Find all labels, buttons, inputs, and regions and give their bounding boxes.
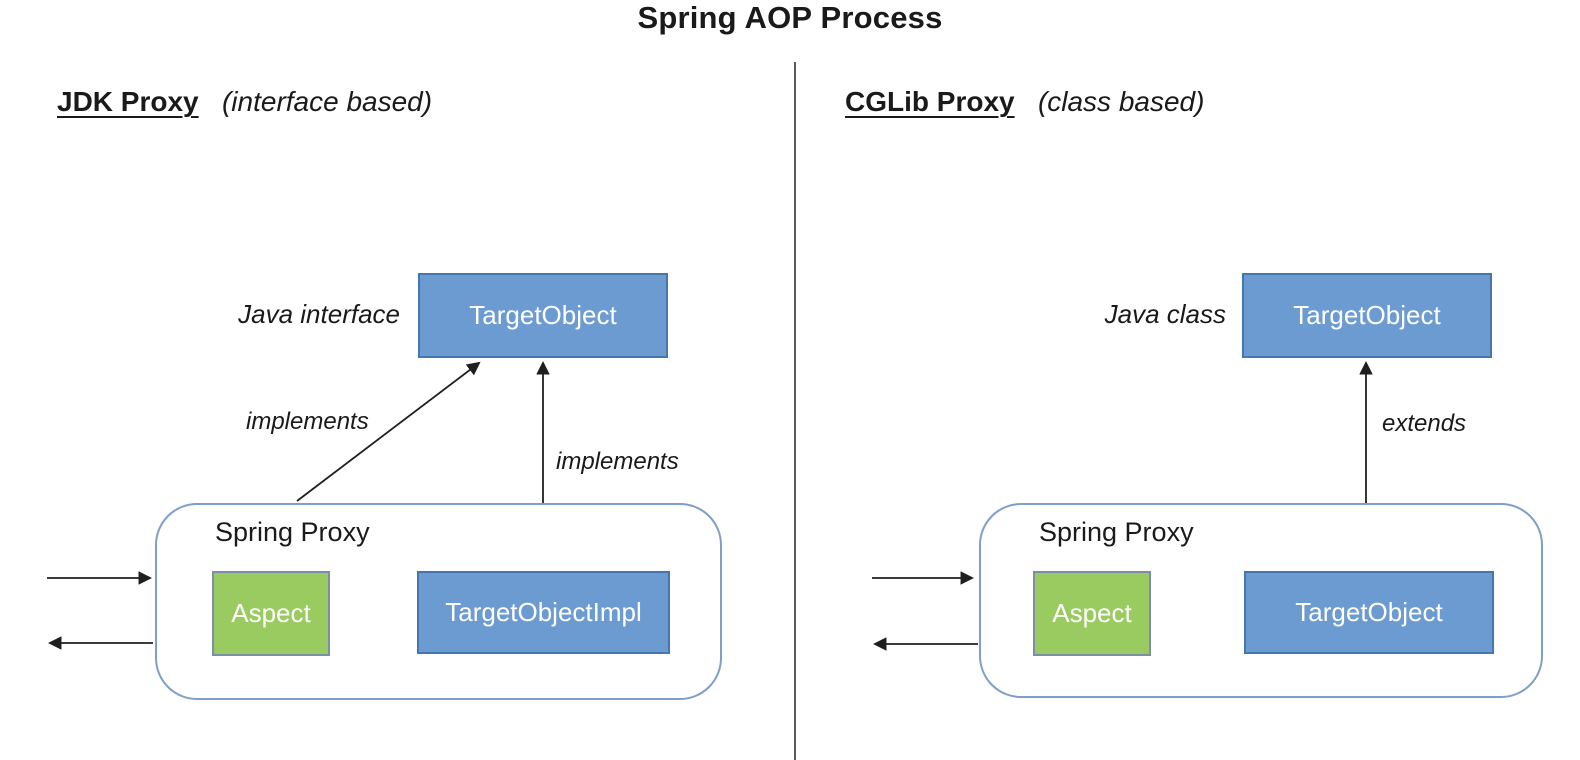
cglib-target-object-box: TargetObject xyxy=(1242,273,1492,358)
center-divider-line xyxy=(794,62,796,760)
cglib-extends-label: extends xyxy=(1382,410,1467,437)
cglib-inner-target-object-box: TargetObject xyxy=(1244,571,1494,654)
jdk-aspect-box-label: Aspect xyxy=(231,598,311,628)
cglib-spring-proxy-label: Spring Proxy xyxy=(1039,517,1194,547)
jdk-proxy-heading: JDK Proxy (interface based) xyxy=(57,86,432,118)
cglib-aspect-box-label: Aspect xyxy=(1052,598,1132,628)
cglib-aspect-box: Aspect xyxy=(1033,571,1151,656)
jdk-target-object-box: TargetObject xyxy=(418,273,668,358)
java-interface-label: Java interface xyxy=(238,299,400,329)
jdk-target-object-impl-box: TargetObjectImpl xyxy=(417,571,670,654)
jdk-proxy-heading-qualifier: (interface based) xyxy=(221,86,433,117)
jdk-implements-vertical-label: implements xyxy=(556,448,679,475)
jdk-target-object-impl-box-label: TargetObjectImpl xyxy=(445,597,642,627)
jdk-target-object-box-label: TargetObject xyxy=(469,300,617,330)
java-class-label: Java class xyxy=(1104,299,1226,329)
jdk-aspect-box: Aspect xyxy=(212,571,330,656)
jdk-proxy-heading-name: JDK Proxy xyxy=(57,86,199,117)
cglib-proxy-heading: CGLib Proxy (class based) xyxy=(845,86,1204,118)
jdk-implements-diagonal-label: implements xyxy=(246,408,369,435)
jdk-spring-proxy-label: Spring Proxy xyxy=(215,517,370,547)
cglib-target-object-box-label: TargetObject xyxy=(1293,300,1441,330)
cglib-proxy-heading-qualifier: (class based) xyxy=(1037,86,1205,117)
diagram-title: Spring AOP Process xyxy=(637,0,943,35)
cglib-inner-target-object-box-label: TargetObject xyxy=(1295,597,1443,627)
cglib-proxy-heading-name: CGLib Proxy xyxy=(845,86,1015,117)
